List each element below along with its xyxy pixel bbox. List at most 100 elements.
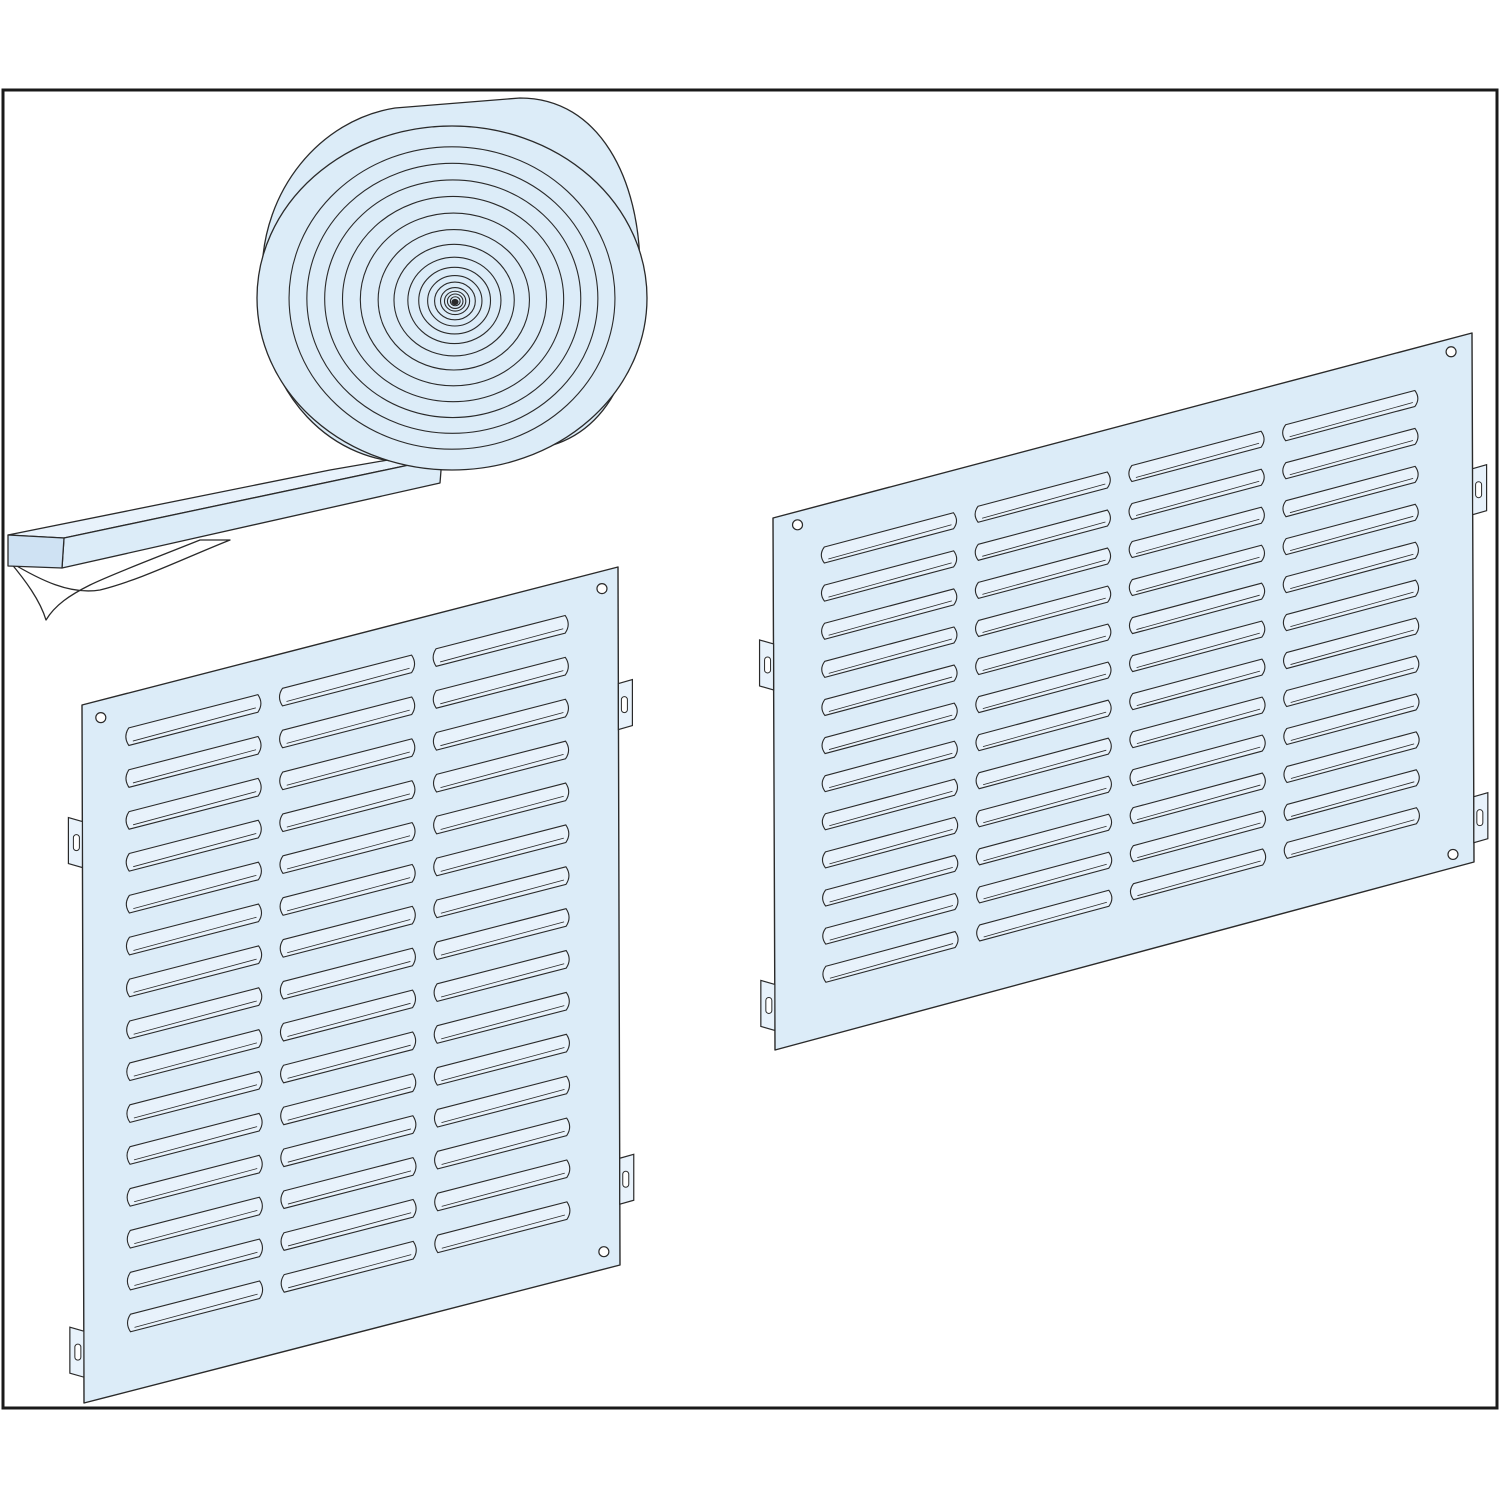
panel-louvre-slot (434, 1201, 571, 1254)
panel-louvre-slot (1283, 769, 1420, 822)
panel-louvre-lip (440, 670, 564, 705)
panel-louvre-lip (133, 1000, 257, 1035)
panel-corner-hole (95, 712, 107, 724)
panel-louvre-slot (125, 694, 262, 747)
panel-louvre-slot (125, 735, 262, 788)
panel-louvre-lip (441, 1214, 565, 1249)
panel-louvre-slot (976, 889, 1113, 942)
panel-louvre-slot (1283, 655, 1420, 708)
panel-louvre-slot (820, 550, 958, 602)
panel-louvre-slot (125, 777, 262, 830)
panel-louvre-lip (132, 749, 257, 784)
panel-louvre-slot (125, 903, 263, 956)
panel-louvre-lip (1137, 822, 1261, 859)
panel-louvre-lip (1136, 632, 1260, 668)
panel-louvre-lip (441, 1172, 565, 1207)
panel-louvre-lip (983, 787, 1107, 824)
tape-roll-ring (434, 281, 476, 321)
panel-louvre-slot (126, 1196, 263, 1249)
panel-louvre-lip (440, 712, 564, 747)
panel-louvre-lip (1137, 784, 1261, 821)
panel-louvre-slot (278, 654, 416, 707)
panel-louvre-lip (1289, 477, 1414, 514)
tape-backing-film (9, 539, 231, 621)
panel-louvre-lip (287, 1212, 412, 1247)
panel-louvre-lip (1136, 708, 1261, 745)
panel-louvre-lip (441, 1005, 565, 1040)
panel-louvre-slot (1282, 617, 1420, 670)
panel-louvre-slot (433, 908, 570, 961)
panel-louvre-slot (1282, 579, 1420, 632)
panel-louvre-slot (821, 702, 958, 755)
panel-louvre-slot (280, 1240, 417, 1293)
tape-strip-end (7, 534, 65, 569)
panel-louvre-slot (821, 778, 959, 831)
panel-louvre-slot (1283, 731, 1420, 784)
panel-louvre-slot (974, 547, 1112, 600)
panel-louvre-lip (1136, 670, 1261, 706)
panel-louvre-lip (1290, 705, 1415, 741)
panel-corner-hole (1447, 848, 1459, 861)
panel-louvre-slot (975, 737, 1112, 790)
panel-louvre-slot (279, 989, 417, 1042)
panel-louvre-lip (286, 751, 410, 786)
panel-louvre-slot (125, 861, 262, 914)
panel-louvre-slot (433, 866, 570, 919)
louvred-panel-4-columns (758, 332, 1489, 1051)
panel-louvre-lip (1135, 442, 1260, 478)
panel-louvre-slot (280, 1115, 417, 1168)
panel-louvre-slot (1129, 734, 1266, 787)
panel-louvre-slot (279, 738, 416, 791)
panel-louvre-slot (432, 698, 570, 751)
panel-louvre-slot (1128, 468, 1265, 521)
tape-roll-ring (449, 296, 461, 307)
panel-louvre-lip (1136, 518, 1260, 554)
panel-louvre-lip (981, 483, 1106, 519)
tape-roll-ring (418, 266, 492, 335)
panel-louvre-lip (1136, 594, 1260, 630)
panel-louvre-lip (133, 958, 257, 993)
panel-louvre-lip (1290, 667, 1414, 703)
panel-louvre-slot (1282, 503, 1419, 556)
panel-louvre-lip (1290, 743, 1415, 779)
panel-louvre-lip (1289, 515, 1414, 552)
panel-louvre-slot (125, 819, 262, 872)
panel-louvre-slot (434, 1159, 571, 1212)
panel-louvre-slot (1282, 389, 1419, 442)
panel-louvre-lip (287, 1086, 411, 1121)
panel-louvre-lip (286, 793, 411, 828)
panel-tab-slot (620, 696, 628, 714)
panel-louvre-slot (974, 585, 1112, 638)
panel-louvre-slot (974, 471, 1111, 523)
panel-louvre-slot (1128, 544, 1266, 597)
tape-roll-ring (439, 287, 471, 316)
panel-corner-hole (598, 1246, 610, 1258)
panel-louvre-lip (1290, 553, 1414, 590)
panel-louvre-slot (822, 930, 959, 983)
panel-louvre-slot (280, 1198, 417, 1251)
panel-louvre-slot (279, 696, 416, 749)
panel-louvre-lip (982, 635, 1106, 671)
panel-louvre-lip (828, 524, 952, 560)
panel-louvre-lip (1290, 629, 1414, 665)
panel-louvre-slot (1283, 693, 1420, 746)
panel-louvre-slot (821, 740, 958, 793)
tape-roll-ring (324, 179, 582, 419)
panel-louvre-lip (133, 833, 257, 868)
panel-louvre-lip (286, 877, 411, 912)
panel-louvre-slot (126, 1029, 263, 1082)
panel-louvre-slot (126, 987, 263, 1040)
panel-louvre-lip (440, 837, 564, 872)
panel-tab-slot (1476, 809, 1484, 827)
panel-louvre-slot (126, 1238, 264, 1291)
panel-louvre-lip (1289, 402, 1413, 438)
panel-louvre-lip (134, 1168, 258, 1203)
panel-louvre-slot (280, 1157, 417, 1210)
panel-louvre-lip (829, 828, 953, 865)
panel-louvre-slot (975, 661, 1112, 714)
panel-louvre-lip (134, 1293, 258, 1328)
tape-roll-ring (427, 275, 483, 327)
panel-louvre-slot (975, 813, 1113, 866)
